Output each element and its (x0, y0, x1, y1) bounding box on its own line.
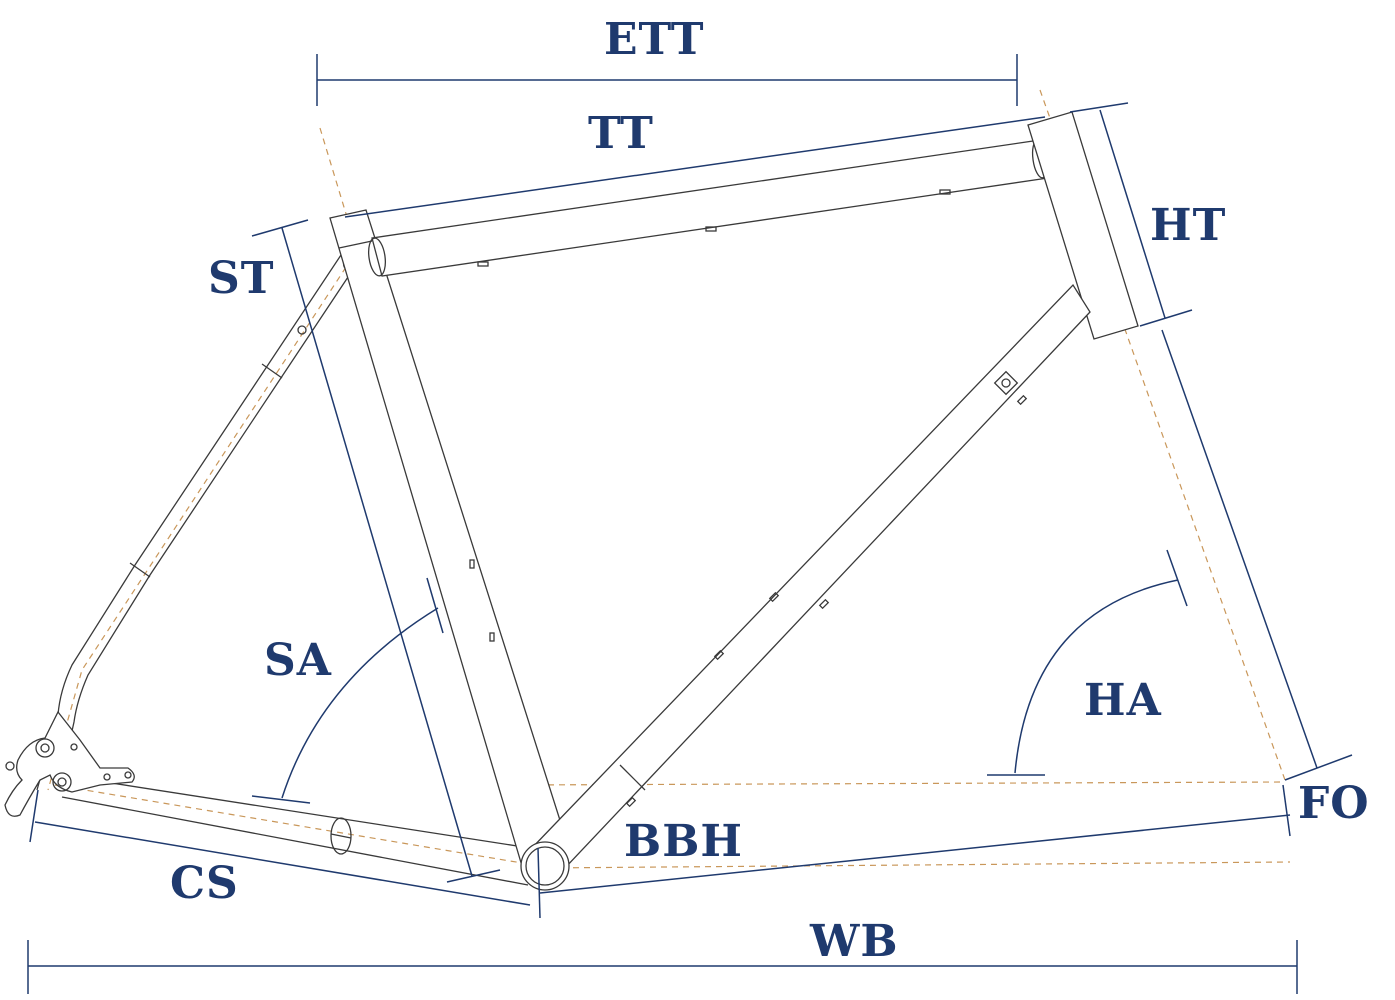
fo-label: FO (1298, 778, 1370, 829)
ht-tick-top (1069, 102, 1129, 113)
cs-label: CS (170, 858, 239, 909)
bottom-bracket-shell (520, 841, 570, 891)
down-tube-boss-5 (625, 796, 637, 808)
sa-angle-arc (281, 607, 439, 799)
seat-stay-bolt (297, 325, 307, 335)
top-tube-end (367, 237, 387, 277)
seat-stay-centerline (47, 257, 353, 791)
cable-guide-3 (939, 189, 951, 195)
ett-label: ETT (604, 14, 705, 65)
seat-stay (36, 251, 359, 791)
head-tube (1027, 111, 1139, 340)
seat-stay-joint-1 (261, 363, 283, 379)
axle-height-line (514, 781, 1286, 786)
fork-dimension-line (1161, 329, 1318, 769)
fo-tick-right (1282, 784, 1291, 837)
dropout-bolt-2 (70, 743, 78, 751)
bottle-boss-4 (1016, 394, 1028, 406)
dropout-axle-upper (35, 738, 55, 758)
down-tube-joint (619, 764, 646, 791)
cs-tick-left (29, 789, 39, 843)
ht-tick-bottom (1139, 309, 1193, 327)
sa-tick-bottom (251, 795, 311, 804)
top-tube (371, 139, 1049, 277)
seat-tube-boss-1 (469, 559, 475, 569)
ha-angle-arc (1014, 579, 1179, 774)
st-tick-top (251, 219, 309, 237)
chain-stay-bridge (330, 817, 352, 855)
seat-stay-joint-2 (129, 562, 151, 578)
dropout-bolt-1 (5, 761, 15, 771)
chain-stay-bridge-line (330, 833, 352, 839)
down-tube-badge (993, 370, 1019, 396)
bottle-boss-2 (818, 598, 830, 610)
tt-label: TT (588, 108, 654, 159)
st-tick-bottom (446, 869, 501, 883)
ha-tick-top (1166, 549, 1188, 607)
seat-tube (329, 209, 573, 867)
fo-tick-top (1284, 754, 1353, 781)
cable-guide-1 (477, 261, 489, 267)
dropout-axle-lower (52, 772, 72, 792)
bbh-label: BBH (624, 816, 743, 867)
dropout-bolt-3 (124, 771, 132, 779)
bbh-tick (537, 847, 541, 919)
bottle-boss-3 (713, 649, 725, 661)
wb-label: WB (810, 916, 899, 967)
ht-dimension-line (1099, 109, 1166, 319)
sa-label: SA (264, 635, 332, 686)
bottom-bracket-inner (525, 846, 565, 886)
bottle-boss-1 (768, 591, 780, 603)
dropout-axle-upper-inner (40, 743, 50, 753)
dropout-bolt-4 (103, 773, 111, 781)
bbh-dimension-line (539, 814, 1291, 894)
dimension-lines (27, 54, 1353, 994)
rear-dropout (4, 710, 135, 817)
cable-guide-2 (705, 226, 717, 232)
cs-dimension-line (34, 821, 531, 906)
st-label: ST (208, 253, 275, 304)
tt-dimension-line (344, 116, 1046, 218)
chain-stay-centerline (54, 784, 541, 867)
st-dimension-line (281, 227, 473, 877)
down-tube-badge-dot (1001, 378, 1011, 388)
ha-label: HA (1084, 675, 1162, 726)
ht-label: HT (1150, 200, 1227, 251)
chain-stay (59, 774, 531, 886)
dropout-plate (4, 710, 135, 817)
seat-tube-boss-2 (489, 632, 495, 642)
frame (4, 111, 1139, 891)
bb-horizontal-line (539, 861, 1291, 869)
seat-tube-collar (338, 240, 373, 249)
dropout-axle-lower-inner (57, 777, 67, 787)
sa-tick-top (426, 577, 444, 634)
